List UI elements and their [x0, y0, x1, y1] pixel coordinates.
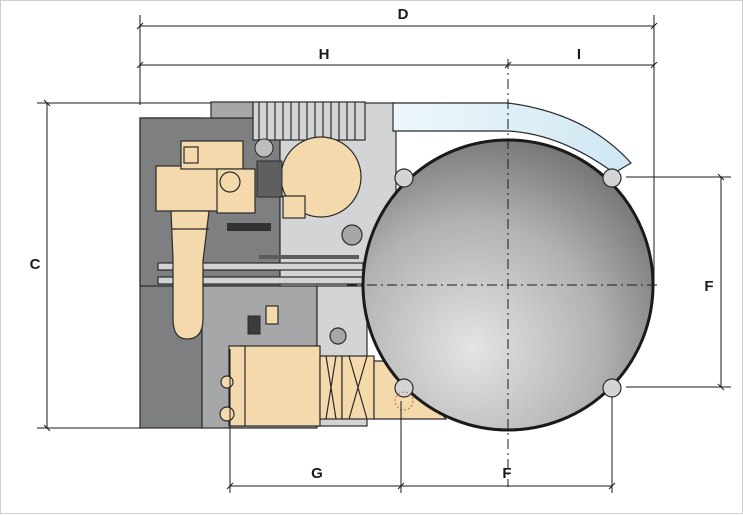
motor-frame	[155, 165, 219, 212]
fan-block	[256, 160, 283, 198]
pump-body	[239, 345, 321, 427]
top-frame	[210, 101, 254, 119]
dim-G-label: G	[311, 465, 323, 482]
top-grille	[252, 101, 366, 141]
top-cover	[392, 102, 632, 174]
dim-D-label: D	[398, 6, 409, 23]
pump-box	[247, 315, 261, 335]
lug-bottom-left	[394, 378, 414, 398]
gauge-lower	[219, 406, 235, 422]
dim-H-label: H	[319, 46, 330, 63]
gauge-top	[254, 138, 274, 158]
rail-thin	[259, 255, 359, 259]
motor-hub	[219, 171, 241, 193]
machine-assembly	[139, 101, 448, 429]
lug-top-right	[602, 168, 622, 188]
fan-mount	[282, 195, 306, 219]
dim-I-label: I	[577, 46, 581, 63]
motor-cap-detail	[183, 146, 199, 164]
lug-bottom-right	[602, 378, 622, 398]
dim-C-label: C	[30, 256, 41, 273]
pump-top	[265, 305, 279, 325]
lug-top-left	[394, 168, 414, 188]
duct	[170, 210, 210, 340]
pipe-detail	[227, 223, 271, 231]
dim-F-vertical-label: F	[704, 278, 713, 295]
dim-F-horizontal-label: F	[502, 465, 511, 482]
